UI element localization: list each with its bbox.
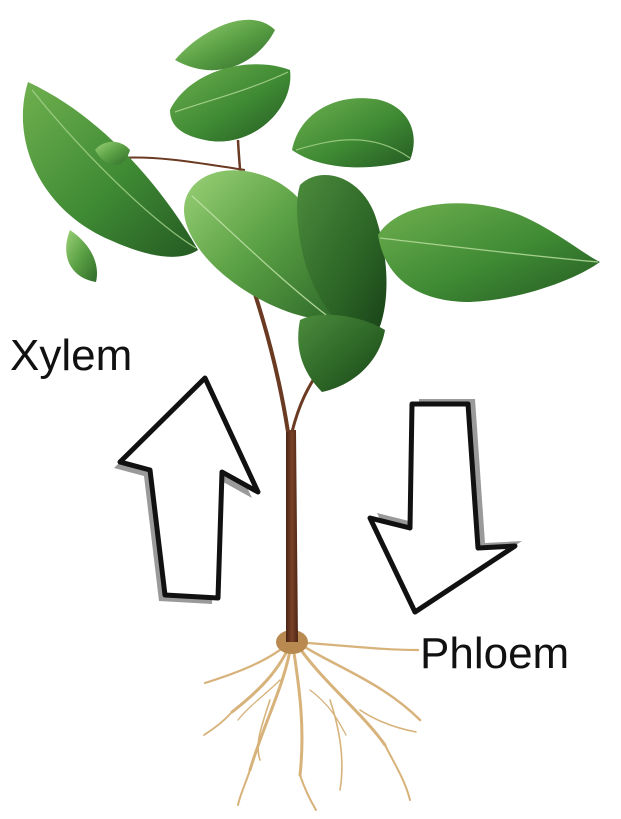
leaf <box>66 230 97 282</box>
phloem-label: Phloem <box>420 632 569 676</box>
leaf <box>292 98 414 167</box>
leaf <box>170 64 290 141</box>
xylem-label: Xylem <box>10 334 132 378</box>
leaf <box>378 203 600 302</box>
leaf <box>175 20 275 70</box>
xylem-arrow-up <box>114 378 258 604</box>
phloem-arrow-down <box>370 399 522 612</box>
roots <box>204 640 420 810</box>
